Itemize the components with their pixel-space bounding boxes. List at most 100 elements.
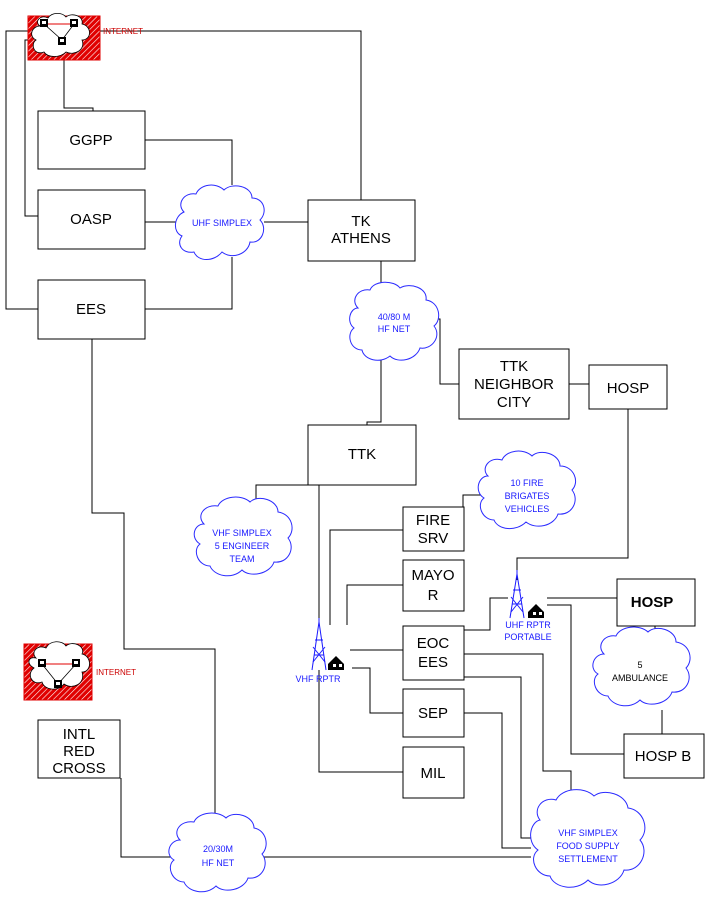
boxes <box>37 110 705 799</box>
link-vhfrptr-sep <box>352 667 403 714</box>
cloud-label-4080-2: HF NET <box>378 324 411 334</box>
box-ggpp <box>37 110 146 170</box>
uhf-rptr-label-2: PORTABLE <box>504 632 551 642</box>
cloud-hf-4080 <box>349 281 440 361</box>
uhf-rptr-label-1: UHF RPTR <box>505 620 551 630</box>
link-sep-food <box>464 712 531 849</box>
box-intl-red-cross <box>37 719 121 779</box>
link-internet-oasp <box>24 39 38 217</box>
label-redcross-2: RED <box>63 743 95 760</box>
link-internet-ees <box>5 30 38 310</box>
link-vhfrptr-fire <box>329 529 403 625</box>
internet-top <box>27 12 101 61</box>
cloud-label-uhf: UHF SIMPLEX <box>192 218 252 228</box>
label-eoc-1: EOC <box>417 635 450 652</box>
vhf-rptr-label: VHF RPTR <box>296 674 342 684</box>
label-mayor-1: MAYO <box>411 567 454 584</box>
link-ggpp-uhf <box>145 139 233 185</box>
label-eoc-2: EES <box>418 654 448 671</box>
cloud-label-eng-2: 5 ENGINEER <box>215 541 270 551</box>
box-eoc-ees <box>402 625 465 681</box>
link-eoc-food1 <box>464 653 572 795</box>
cloud-hf-2030 <box>168 812 267 893</box>
connection-lines <box>5 30 663 858</box>
cloud-label-4080-1: 40/80 M <box>378 312 411 322</box>
label-neighbor-1: TTK <box>500 358 528 375</box>
cloud-label-amb-2: AMBULANCE <box>612 673 668 683</box>
label-mayor-2: R <box>428 587 439 604</box>
cloud-label-fire-2: BRIGATES <box>505 491 550 501</box>
label-fire-1: FIRE <box>416 512 450 529</box>
link-hf4080-neighbor <box>436 318 459 385</box>
cloud-ambulance <box>592 626 691 707</box>
label-fire-2: SRV <box>418 530 449 547</box>
cloud-label-eng-3: TEAM <box>229 554 254 564</box>
link-uhfrptr-hospb <box>547 604 624 755</box>
box-ttk-neighbor <box>458 348 570 420</box>
link-vhfrptr-mayor <box>346 584 403 625</box>
cloud-label-fire-3: VEHICLES <box>505 504 550 514</box>
label-hosp-top: HOSP <box>607 380 650 397</box>
cloud-fire-vehicles <box>477 450 576 529</box>
box-ees <box>37 279 146 340</box>
cloud-label-2030-1: 20/30M <box>203 844 233 854</box>
internet-top-label: INTERNET <box>103 27 143 36</box>
box-mil <box>402 746 465 799</box>
internet-bottom-label: INTERNET <box>96 668 136 677</box>
link-redcross-hf2030 <box>120 778 174 858</box>
building-icon <box>528 604 544 618</box>
link-uhfrptr-hospmid <box>547 597 618 602</box>
link-vhfrptr-mil <box>318 670 403 773</box>
internet-bottom <box>23 641 93 701</box>
label-tk-athens-1: TK <box>351 213 370 230</box>
label-hosp-mid: HOSP <box>631 594 674 611</box>
uhf-repeater <box>509 570 544 619</box>
link-ees-uhf <box>145 257 233 310</box>
cloud-uhf-simplex <box>175 184 265 260</box>
cloud-label-eng-1: VHF SIMPLEX <box>212 528 272 538</box>
box-hosp-b <box>623 733 705 779</box>
label-tk-athens-2: ATHENS <box>331 230 391 247</box>
cloud-label-2030-2: HF NET <box>202 858 235 868</box>
antenna-tower-icon <box>509 570 525 619</box>
link-hf4080-ttk <box>366 360 382 425</box>
label-hosp-b: HOSP B <box>635 748 691 765</box>
label-ees: EES <box>76 301 106 318</box>
label-ggpp: GGPP <box>69 132 112 149</box>
box-ttk <box>307 424 417 486</box>
label-neighbor-2: NEIGHBOR <box>474 376 554 393</box>
link-ees-hf2030 <box>91 339 216 818</box>
link-eoc-uhfrptr <box>464 597 508 631</box>
antenna-tower-icon <box>311 618 327 671</box>
box-tk-athens <box>307 199 416 262</box>
vhf-repeater <box>311 618 344 671</box>
box-fire-srv <box>402 506 465 552</box>
cloud-label-food-3: SETTLEMENT <box>558 854 618 864</box>
label-oasp: OASP <box>70 211 112 228</box>
box-hosp-top <box>588 364 668 410</box>
label-mil: MIL <box>420 765 445 782</box>
link-internet-ggpp <box>63 60 94 111</box>
cloud-label-food-1: VHF SIMPLEX <box>558 828 618 838</box>
label-ttk: TTK <box>348 446 376 463</box>
cloud-vhf-engineer <box>193 496 293 577</box>
link-internet-tkathens <box>99 30 362 200</box>
cloud-label-amb-1: 5 <box>637 660 642 670</box>
box-hosp-mid <box>616 578 696 627</box>
box-oasp <box>37 189 146 250</box>
building-icon <box>328 656 344 670</box>
link-eoc-food2 <box>464 676 531 839</box>
cloud-label-fire-1: 10 FIRE <box>510 478 543 488</box>
label-redcross-3: CROSS <box>52 760 105 777</box>
label-neighbor-3: CITY <box>497 394 531 411</box>
box-sep <box>402 688 465 738</box>
label-redcross-1: INTL <box>63 726 96 743</box>
box-mayor <box>402 559 465 612</box>
clouds <box>168 184 691 893</box>
cloud-vhf-food <box>530 789 646 888</box>
label-sep: SEP <box>418 705 448 722</box>
link-hosp-uhfrptr <box>516 409 629 580</box>
cloud-label-food-2: FOOD SUPPLY <box>556 841 619 851</box>
